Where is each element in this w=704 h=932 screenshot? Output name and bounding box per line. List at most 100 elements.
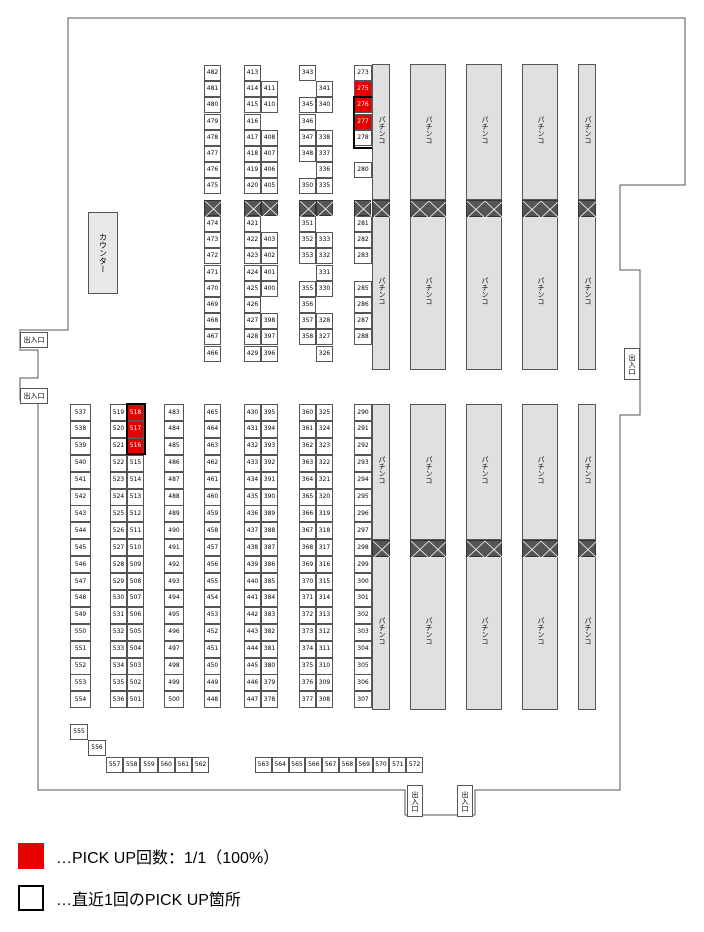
- aisle-x-marker: [372, 200, 391, 218]
- machine-484: 484: [164, 420, 184, 438]
- machine-350: 350: [299, 178, 316, 195]
- machine-391: 391: [261, 471, 278, 489]
- machine-520: 520: [110, 420, 127, 438]
- machine-540: 540: [70, 454, 91, 472]
- machine-347: 347: [299, 129, 316, 146]
- machine-462: 462: [204, 454, 221, 472]
- machine-299: 299: [354, 556, 372, 574]
- machine-383: 383: [261, 606, 278, 624]
- legend-pick-swatch: [18, 843, 44, 869]
- machine-429: 429: [244, 345, 261, 362]
- machine-325: 325: [316, 404, 333, 421]
- machine-413: 413: [244, 65, 261, 81]
- machine-492: 492: [164, 556, 184, 574]
- pachinko-strip: [410, 404, 446, 540]
- machine-empty: [316, 65, 333, 81]
- machine-empty: [316, 113, 333, 130]
- machine-392: 392: [261, 454, 278, 472]
- machine-364: 364: [299, 471, 316, 489]
- machine-477: 477: [204, 146, 221, 162]
- machine-286: 286: [354, 297, 372, 313]
- machine-348: 348: [299, 146, 316, 162]
- machine-306: 306: [354, 674, 372, 692]
- machine-346: 346: [299, 113, 316, 130]
- machine-510: 510: [127, 539, 144, 557]
- machine-428: 428: [244, 329, 261, 346]
- machine-337: 337: [316, 146, 333, 162]
- machine-480: 480: [204, 97, 221, 114]
- machine-522: 522: [110, 454, 127, 472]
- machine-479: 479: [204, 113, 221, 130]
- machine-518: 518: [127, 404, 144, 421]
- machine-500: 500: [164, 691, 184, 709]
- machine-566: 566: [305, 757, 323, 773]
- machine-539: 539: [70, 437, 91, 455]
- machine-411: 411: [261, 81, 278, 98]
- machine-454: 454: [204, 589, 221, 607]
- legend-recent: …直近1回のPICK UP箇所: [18, 885, 241, 911]
- exit-south-left: 出入口: [407, 785, 423, 817]
- machine-empty: [261, 113, 278, 130]
- machine-562: 562: [192, 757, 210, 773]
- machine-357: 357: [299, 313, 316, 330]
- machine-466: 466: [204, 345, 221, 362]
- machine-302: 302: [354, 606, 372, 624]
- machine-458: 458: [204, 522, 221, 540]
- machine-323: 323: [316, 437, 333, 455]
- machine-431: 431: [244, 420, 261, 438]
- machine-515: 515: [127, 454, 144, 472]
- machine-310: 310: [316, 657, 333, 675]
- machine-551: 551: [70, 640, 91, 658]
- machine-470: 470: [204, 280, 221, 297]
- machine-533: 533: [110, 640, 127, 658]
- machine-393: 393: [261, 437, 278, 455]
- machine-283: 283: [354, 248, 372, 265]
- machine-550: 550: [70, 623, 91, 641]
- machine-273: 273: [354, 65, 372, 81]
- machine-534: 534: [110, 657, 127, 675]
- machine-526: 526: [110, 522, 127, 540]
- machine-453: 453: [204, 606, 221, 624]
- pachinko-label: パチンコ: [537, 116, 545, 144]
- machine-327: 327: [316, 329, 333, 346]
- machine-554: 554: [70, 691, 91, 709]
- machine-358: 358: [299, 329, 316, 346]
- machine-390: 390: [261, 488, 278, 506]
- machine-488: 488: [164, 488, 184, 506]
- machine-328: 328: [316, 313, 333, 330]
- machine-497: 497: [164, 640, 184, 658]
- pachinko-label: パチンコ: [584, 617, 592, 645]
- machine-384: 384: [261, 589, 278, 607]
- machine-553: 553: [70, 674, 91, 692]
- aisle-x-marker: [316, 200, 334, 217]
- machine-434: 434: [244, 471, 261, 489]
- machine-361: 361: [299, 420, 316, 438]
- machine-312: 312: [316, 623, 333, 641]
- pachinko-label: パチンコ: [481, 277, 489, 305]
- machine-547: 547: [70, 573, 91, 590]
- machine-468: 468: [204, 313, 221, 330]
- machine-331: 331: [316, 264, 333, 281]
- machine-427: 427: [244, 313, 261, 330]
- machine-490: 490: [164, 522, 184, 540]
- machine-425: 425: [244, 280, 261, 297]
- machine-356: 356: [299, 297, 316, 313]
- machine-340: 340: [316, 97, 333, 114]
- machine-276: 276: [354, 97, 372, 114]
- machine-474: 474: [204, 216, 221, 232]
- machine-empty: [261, 216, 278, 232]
- machine-537: 537: [70, 404, 91, 421]
- aisle-x-marker: [410, 200, 447, 218]
- machine-451: 451: [204, 640, 221, 658]
- machine-437: 437: [244, 522, 261, 540]
- machine-332: 332: [316, 248, 333, 265]
- machine-empty: [261, 297, 278, 313]
- machine-303: 303: [354, 623, 372, 641]
- machine-352: 352: [299, 232, 316, 249]
- machine-542: 542: [70, 488, 91, 506]
- counter: カウンター: [88, 212, 118, 294]
- machine-511: 511: [127, 522, 144, 540]
- machine-571: 571: [389, 757, 407, 773]
- machine-374: 374: [299, 640, 316, 658]
- machine-519: 519: [110, 404, 127, 421]
